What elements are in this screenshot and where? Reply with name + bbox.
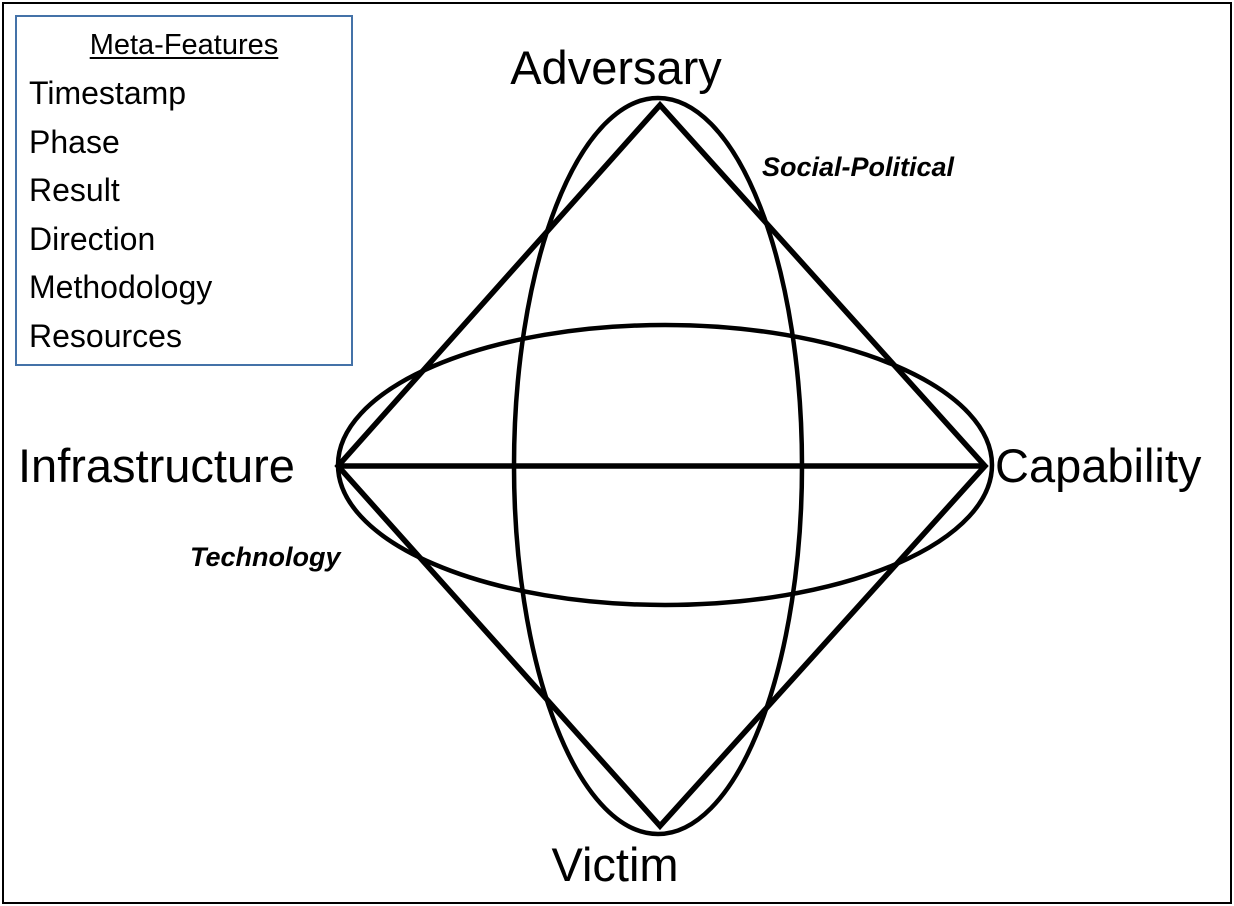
- meta-features-panel: Meta-Features Timestamp Phase Result Dir…: [15, 15, 353, 366]
- list-item: Result: [29, 172, 120, 208]
- axis-label-technology: Technology: [190, 542, 341, 572]
- meta-features-list: Timestamp Phase Result Direction Methodo…: [29, 69, 351, 360]
- list-item: Resources: [29, 317, 182, 354]
- list-item: Direction: [29, 220, 156, 257]
- list-item: Phase: [29, 123, 120, 160]
- vertex-label-victim: Victim: [551, 838, 679, 891]
- list-item: Timestamp: [29, 75, 187, 111]
- list-item: Methodology: [29, 269, 213, 305]
- vertex-label-infrastructure: Infrastructure: [18, 439, 295, 492]
- vertex-label-adversary: Adversary: [510, 41, 722, 94]
- vertex-label-capability: Capability: [995, 439, 1202, 492]
- axis-label-social-political: Social-Political: [762, 152, 955, 182]
- diamond-outline: [334, 100, 989, 831]
- meta-features-title: Meta-Features: [89, 29, 279, 61]
